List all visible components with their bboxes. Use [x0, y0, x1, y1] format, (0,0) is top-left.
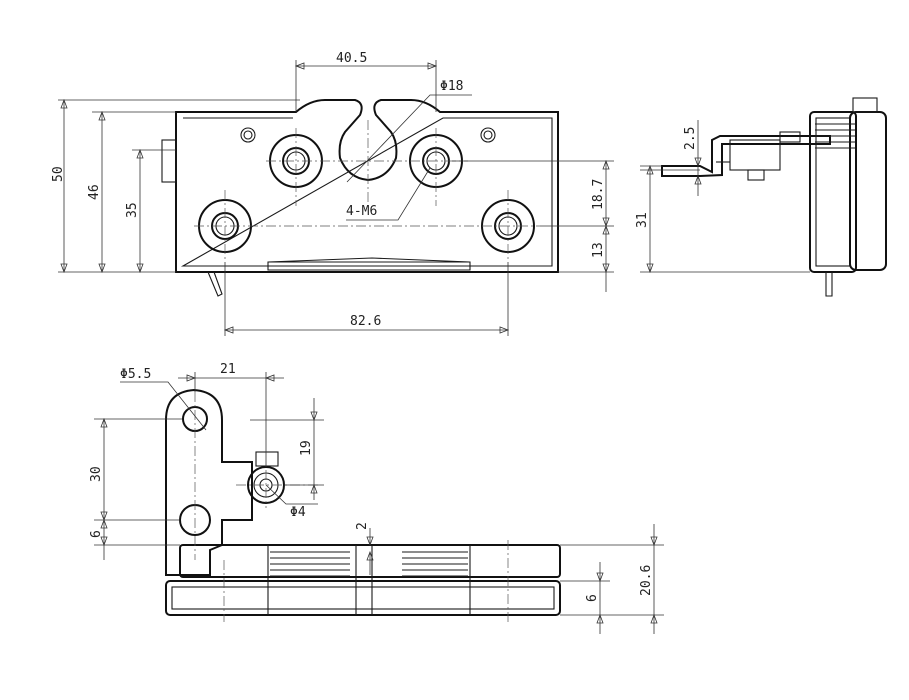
dim-21: 21 [220, 362, 236, 377]
spring-left [270, 551, 350, 577]
label-4-m6: 4-M6 [346, 204, 377, 219]
dim-31: 31 [635, 212, 650, 228]
dim-phi-5-5: Φ5.5 [120, 367, 151, 382]
dim-18-7: 18.7 [591, 179, 606, 210]
dim-40-5: 40.5 [336, 51, 367, 66]
bottom-view: Φ5.5 21 30 6 19 Φ4 2 20.6 6 [89, 362, 664, 634]
dim-phi-18: Φ18 [440, 79, 463, 94]
side-view: 2.5 31 [635, 97, 887, 297]
dim-82-6: 82.6 [350, 314, 381, 329]
front-view: 40.5 Φ18 50 46 35 18.7 13 4-M6 82.6 [51, 51, 614, 336]
dim-35: 35 [125, 202, 140, 218]
dim-20-6: 20.6 [639, 565, 654, 596]
spring-right [402, 551, 468, 577]
dim-2-5: 2.5 [683, 127, 698, 150]
dim-46: 46 [87, 184, 102, 200]
dim-phi-4: Φ4 [290, 505, 306, 520]
dim-19: 19 [299, 440, 314, 456]
dim-13: 13 [591, 242, 606, 258]
dim-2: 2 [355, 522, 370, 530]
dim-30: 30 [89, 466, 104, 482]
dim-6-left: 6 [89, 530, 104, 538]
dim-6-right: 6 [585, 594, 600, 602]
dim-50: 50 [51, 166, 66, 182]
